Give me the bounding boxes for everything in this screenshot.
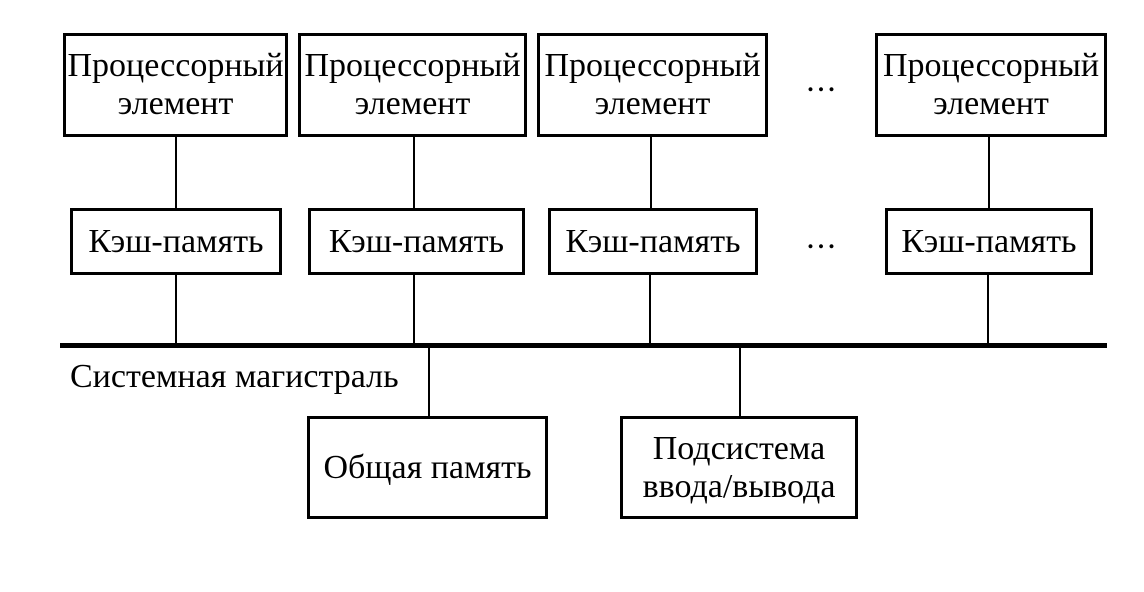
processor-element-label-1: Процессорный элемент — [67, 47, 284, 122]
cache-memory-box-1: Кэш-память — [70, 208, 282, 275]
cache-memory-box-4: Кэш-память — [885, 208, 1093, 275]
cache-memory-label-4: Кэш-память — [901, 222, 1077, 260]
cache-memory-label-1: Кэш-память — [88, 222, 264, 260]
connector-line-proc2-cache2 — [413, 137, 415, 208]
io-subsystem-box: Подсистема ввода/вывода — [620, 416, 858, 519]
connector-line-proc3-cache3 — [650, 137, 652, 208]
connector-line-bus-shared-memory — [428, 348, 430, 417]
cache-memory-box-2: Кэш-память — [308, 208, 525, 275]
connector-line-proc1-cache1 — [175, 137, 177, 208]
processor-element-label-3: Процессорный элемент — [544, 47, 761, 122]
processor-element-box-2: Процессорный элемент — [298, 33, 527, 137]
shared-memory-label: Общая память — [323, 448, 532, 486]
system-bus-line — [60, 343, 1107, 348]
processor-element-box-1: Процессорный элемент — [63, 33, 288, 137]
processor-element-label-2: Процессорный элемент — [304, 47, 521, 122]
processor-row-ellipsis: ... — [806, 62, 838, 99]
cache-memory-label-2: Кэш-память — [328, 222, 505, 260]
connector-line-bus-io-subsystem — [739, 348, 741, 416]
processor-element-box-3: Процессорный элемент — [537, 33, 768, 137]
connector-line-cache4-bus — [987, 275, 989, 343]
cache-row-ellipsis: ... — [806, 219, 838, 256]
cache-memory-label-3: Кэш-память — [565, 222, 741, 260]
system-bus-label: Системная магистраль — [70, 358, 399, 395]
processor-element-label-4: Процессорный элемент — [882, 47, 1100, 122]
connector-line-cache1-bus — [175, 275, 177, 343]
connector-line-cache3-bus — [649, 275, 651, 343]
connector-line-proc4-cache4 — [988, 137, 990, 208]
shared-memory-box: Общая память — [307, 416, 548, 519]
processor-element-box-4: Процессорный элемент — [875, 33, 1107, 137]
io-subsystem-label: Подсистема ввода/вывода — [642, 429, 836, 505]
cache-memory-box-3: Кэш-память — [548, 208, 758, 275]
connector-line-cache2-bus — [413, 275, 415, 343]
